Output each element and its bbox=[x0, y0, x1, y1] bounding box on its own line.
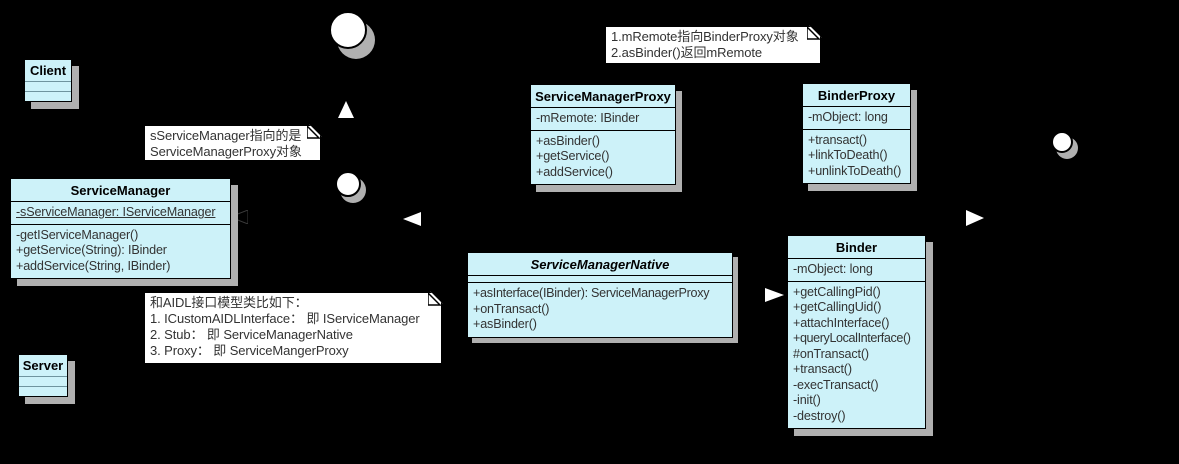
realization-arrow-up-icon bbox=[338, 101, 354, 118]
empty-compartment bbox=[25, 92, 71, 101]
method: -destroy() bbox=[793, 408, 846, 423]
attributes-compartment: -mRemote: IBinder bbox=[531, 108, 675, 131]
method: +attachInterface() bbox=[793, 315, 890, 330]
methods-compartment: +asBinder() +getService() +addService() bbox=[531, 131, 675, 185]
dashed-line-fragment bbox=[33, 102, 41, 106]
method: +asInterface(IBinder): ServiceManagerPro… bbox=[473, 286, 710, 300]
method: -getIServiceManager() bbox=[16, 227, 139, 242]
note-line: 2. Stub： 即 ServiceManagerNative bbox=[150, 327, 353, 342]
class-title: BinderProxy bbox=[803, 84, 910, 107]
attribute: -mRemote: IBinder bbox=[536, 111, 640, 125]
dashed-line-fragment bbox=[14, 277, 47, 282]
note-line: ServiceManagerProxy对象 bbox=[150, 144, 302, 159]
attributes-compartment: -mObject: long bbox=[788, 259, 925, 282]
methods-compartment: +transact() +linkToDeath() +unlinkToDeat… bbox=[803, 130, 910, 184]
method: +unlinkToDeath() bbox=[808, 163, 902, 178]
attribute: -mObject: long bbox=[793, 262, 873, 276]
class-box-binder[interactable]: Binder -mObject: long +getCallingPid() +… bbox=[787, 235, 926, 429]
method: +getService() bbox=[536, 149, 610, 163]
empty-compartment bbox=[25, 82, 71, 92]
class-box-binder-proxy[interactable]: BinderProxy -mObject: long +transact() +… bbox=[802, 83, 911, 184]
class-title: Server bbox=[19, 355, 67, 377]
note-line: 1.mRemote指向BinderProxy对象 bbox=[611, 29, 799, 44]
dashed-line-fragment bbox=[931, 294, 934, 297]
empty-compartment bbox=[19, 377, 67, 387]
class-box-service-manager[interactable]: ServiceManager -sServiceManager: IServic… bbox=[10, 178, 231, 279]
dependency-arrowhead-icon bbox=[230, 210, 248, 224]
method: +transact() bbox=[793, 362, 852, 376]
class-box-service-manager-proxy[interactable]: ServiceManagerProxy -mRemote: IBinder +a… bbox=[530, 84, 676, 185]
note-mremote[interactable]: 1.mRemote指向BinderProxy对象 2.asBinder()返回m… bbox=[604, 25, 822, 65]
note-line: 1. ICustomAIDLInterface： 即 IServiceManag… bbox=[150, 311, 420, 326]
method: +asBinder() bbox=[536, 133, 600, 148]
method: +onTransact() bbox=[473, 301, 550, 316]
empty-compartment bbox=[19, 387, 67, 396]
class-box-client[interactable]: Client bbox=[24, 59, 72, 102]
method: +getCallingPid() bbox=[793, 284, 881, 299]
note-line: sServiceManager指向的是 bbox=[150, 128, 302, 143]
note-line: 2.asBinder()返回mRemote bbox=[611, 45, 763, 60]
interface-lollipop-icon bbox=[335, 171, 361, 197]
note-fold-icon bbox=[807, 27, 820, 40]
note-fold-icon bbox=[428, 293, 441, 306]
methods-compartment: +getCallingPid() +getCallingUid() +attac… bbox=[788, 282, 925, 429]
method: +transact() bbox=[808, 132, 867, 147]
class-title: ServiceManagerNative bbox=[468, 253, 732, 276]
method: -init() bbox=[793, 393, 821, 407]
association-arrow-right-icon bbox=[765, 288, 784, 302]
class-box-service-manager-native[interactable]: ServiceManagerNative +asInterface(IBinde… bbox=[467, 252, 733, 338]
attributes-compartment: -mObject: long bbox=[803, 107, 910, 130]
dashed-line-fragment bbox=[911, 134, 914, 137]
dashed-line-fragment bbox=[44, 103, 47, 106]
methods-compartment: +asInterface(IBinder): ServiceManagerPro… bbox=[468, 283, 732, 337]
interface-lollipop-icon bbox=[1051, 131, 1073, 153]
interface-lollipop-icon bbox=[329, 11, 367, 49]
note-line: 3. Proxy： 即 ServiceMangerProxy bbox=[150, 343, 349, 358]
class-title: ServiceManager bbox=[11, 179, 230, 202]
note-fold-icon bbox=[307, 126, 320, 139]
class-title: ServiceManagerProxy bbox=[531, 85, 675, 108]
attribute: -mObject: long bbox=[808, 110, 888, 124]
methods-compartment: -getIServiceManager() +getService(String… bbox=[11, 225, 230, 279]
attribute: -sServiceManager: IServiceManager bbox=[16, 205, 216, 219]
method: +addService(String, IBinder) bbox=[16, 258, 171, 273]
method: +linkToDeath() bbox=[808, 148, 888, 162]
method: +asBinder() bbox=[473, 317, 537, 331]
note-sservicemanager[interactable]: sServiceManager指向的是 ServiceManagerProxy对… bbox=[143, 124, 322, 162]
class-title: Binder bbox=[788, 236, 925, 259]
method: +getService(String): IBinder bbox=[16, 243, 167, 257]
note-aidl-analogy[interactable]: 和AIDL接口模型类比如下： 1. ICustomAIDLInterface： … bbox=[143, 291, 443, 365]
dashed-line-fragment bbox=[916, 135, 919, 138]
method: +queryLocalInterface() bbox=[793, 331, 911, 345]
method: #onTransact() bbox=[793, 346, 869, 361]
attributes-compartment bbox=[468, 276, 732, 283]
attributes-compartment: -sServiceManager: IServiceManager bbox=[11, 202, 230, 225]
association-arrow-right-icon bbox=[966, 210, 984, 226]
method: -execTransact() bbox=[793, 377, 879, 392]
class-box-server[interactable]: Server bbox=[18, 354, 68, 397]
dashed-line-fragment bbox=[926, 293, 929, 296]
class-title: Client bbox=[25, 60, 71, 82]
association-arrow-left-icon bbox=[403, 212, 421, 226]
note-line: 和AIDL接口模型类比如下： bbox=[150, 295, 308, 310]
method: +addService() bbox=[536, 164, 613, 179]
method: +getCallingUid() bbox=[793, 300, 882, 314]
